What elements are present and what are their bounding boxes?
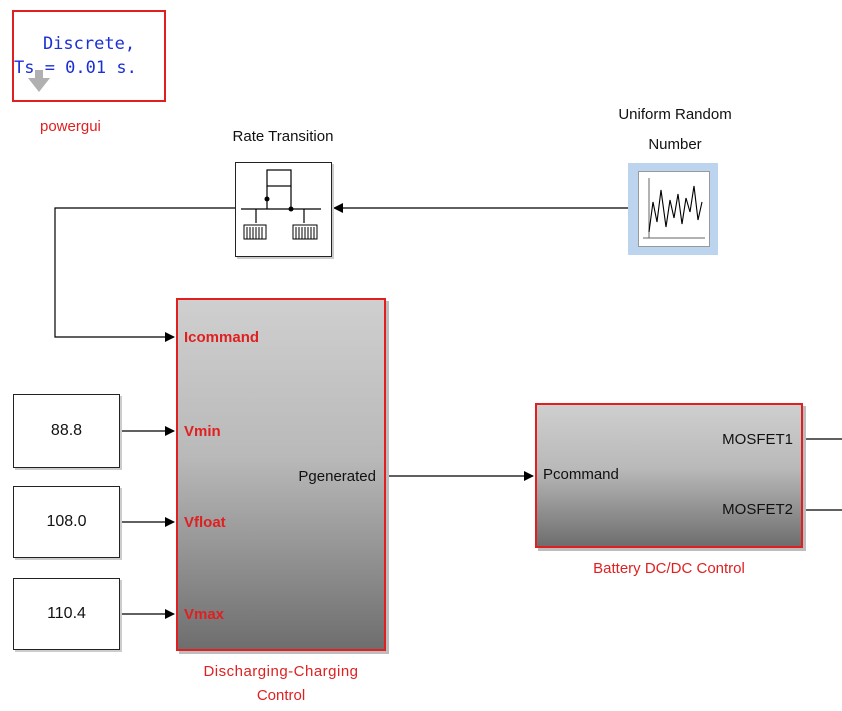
battery-dcdc-subsystem[interactable]: Pcommand MOSFET1 MOSFET2 xyxy=(535,403,803,548)
battery-dcdc-label: Battery DC/DC Control xyxy=(593,560,745,577)
port-mosfet2: MOSFET2 xyxy=(722,501,793,518)
rate-transition-icon xyxy=(241,169,321,240)
powergui-block[interactable]: Discrete, Ts = 0.01 s. xyxy=(12,10,166,102)
powergui-mode-text: Discrete, xyxy=(42,34,136,54)
rate-transition-label: Rate Transition xyxy=(232,128,334,145)
discharging-charging-subsystem[interactable]: Icommand Vmin Vfloat Vmax Pgenerated xyxy=(176,298,386,651)
rate-transition-block[interactable] xyxy=(235,162,332,257)
powergui-arrow-icon xyxy=(35,70,43,79)
wire-rate-to-icommand xyxy=(54,207,235,342)
discharging-charging-label-line1: Discharging-Charging xyxy=(203,663,359,680)
constant-block-vfloat[interactable]: 108.0 xyxy=(13,486,120,558)
port-pgenerated: Pgenerated xyxy=(298,468,376,485)
port-mosfet1: MOSFET1 xyxy=(722,431,793,448)
uniform-random-label-line1: Uniform Random xyxy=(618,106,732,123)
discharging-charging-label-line2: Control xyxy=(256,687,306,704)
uniform-random-icon-area xyxy=(638,171,710,247)
powergui-sample-time-text: Ts = 0.01 s. xyxy=(14,58,137,78)
port-vfloat: Vfloat xyxy=(184,514,226,531)
port-vmax: Vmax xyxy=(184,606,225,623)
port-vmin: Vmin xyxy=(184,423,221,440)
port-pcommand: Pcommand xyxy=(543,466,619,483)
constant-block-vmin[interactable]: 88.8 xyxy=(13,394,120,468)
random-signal-icon xyxy=(643,178,705,239)
port-icommand: Icommand xyxy=(184,329,260,346)
uniform-random-label-line2: Number xyxy=(648,136,702,153)
powergui-label: powergui xyxy=(40,118,101,135)
constant-block-vmax[interactable]: 110.4 xyxy=(13,578,120,650)
